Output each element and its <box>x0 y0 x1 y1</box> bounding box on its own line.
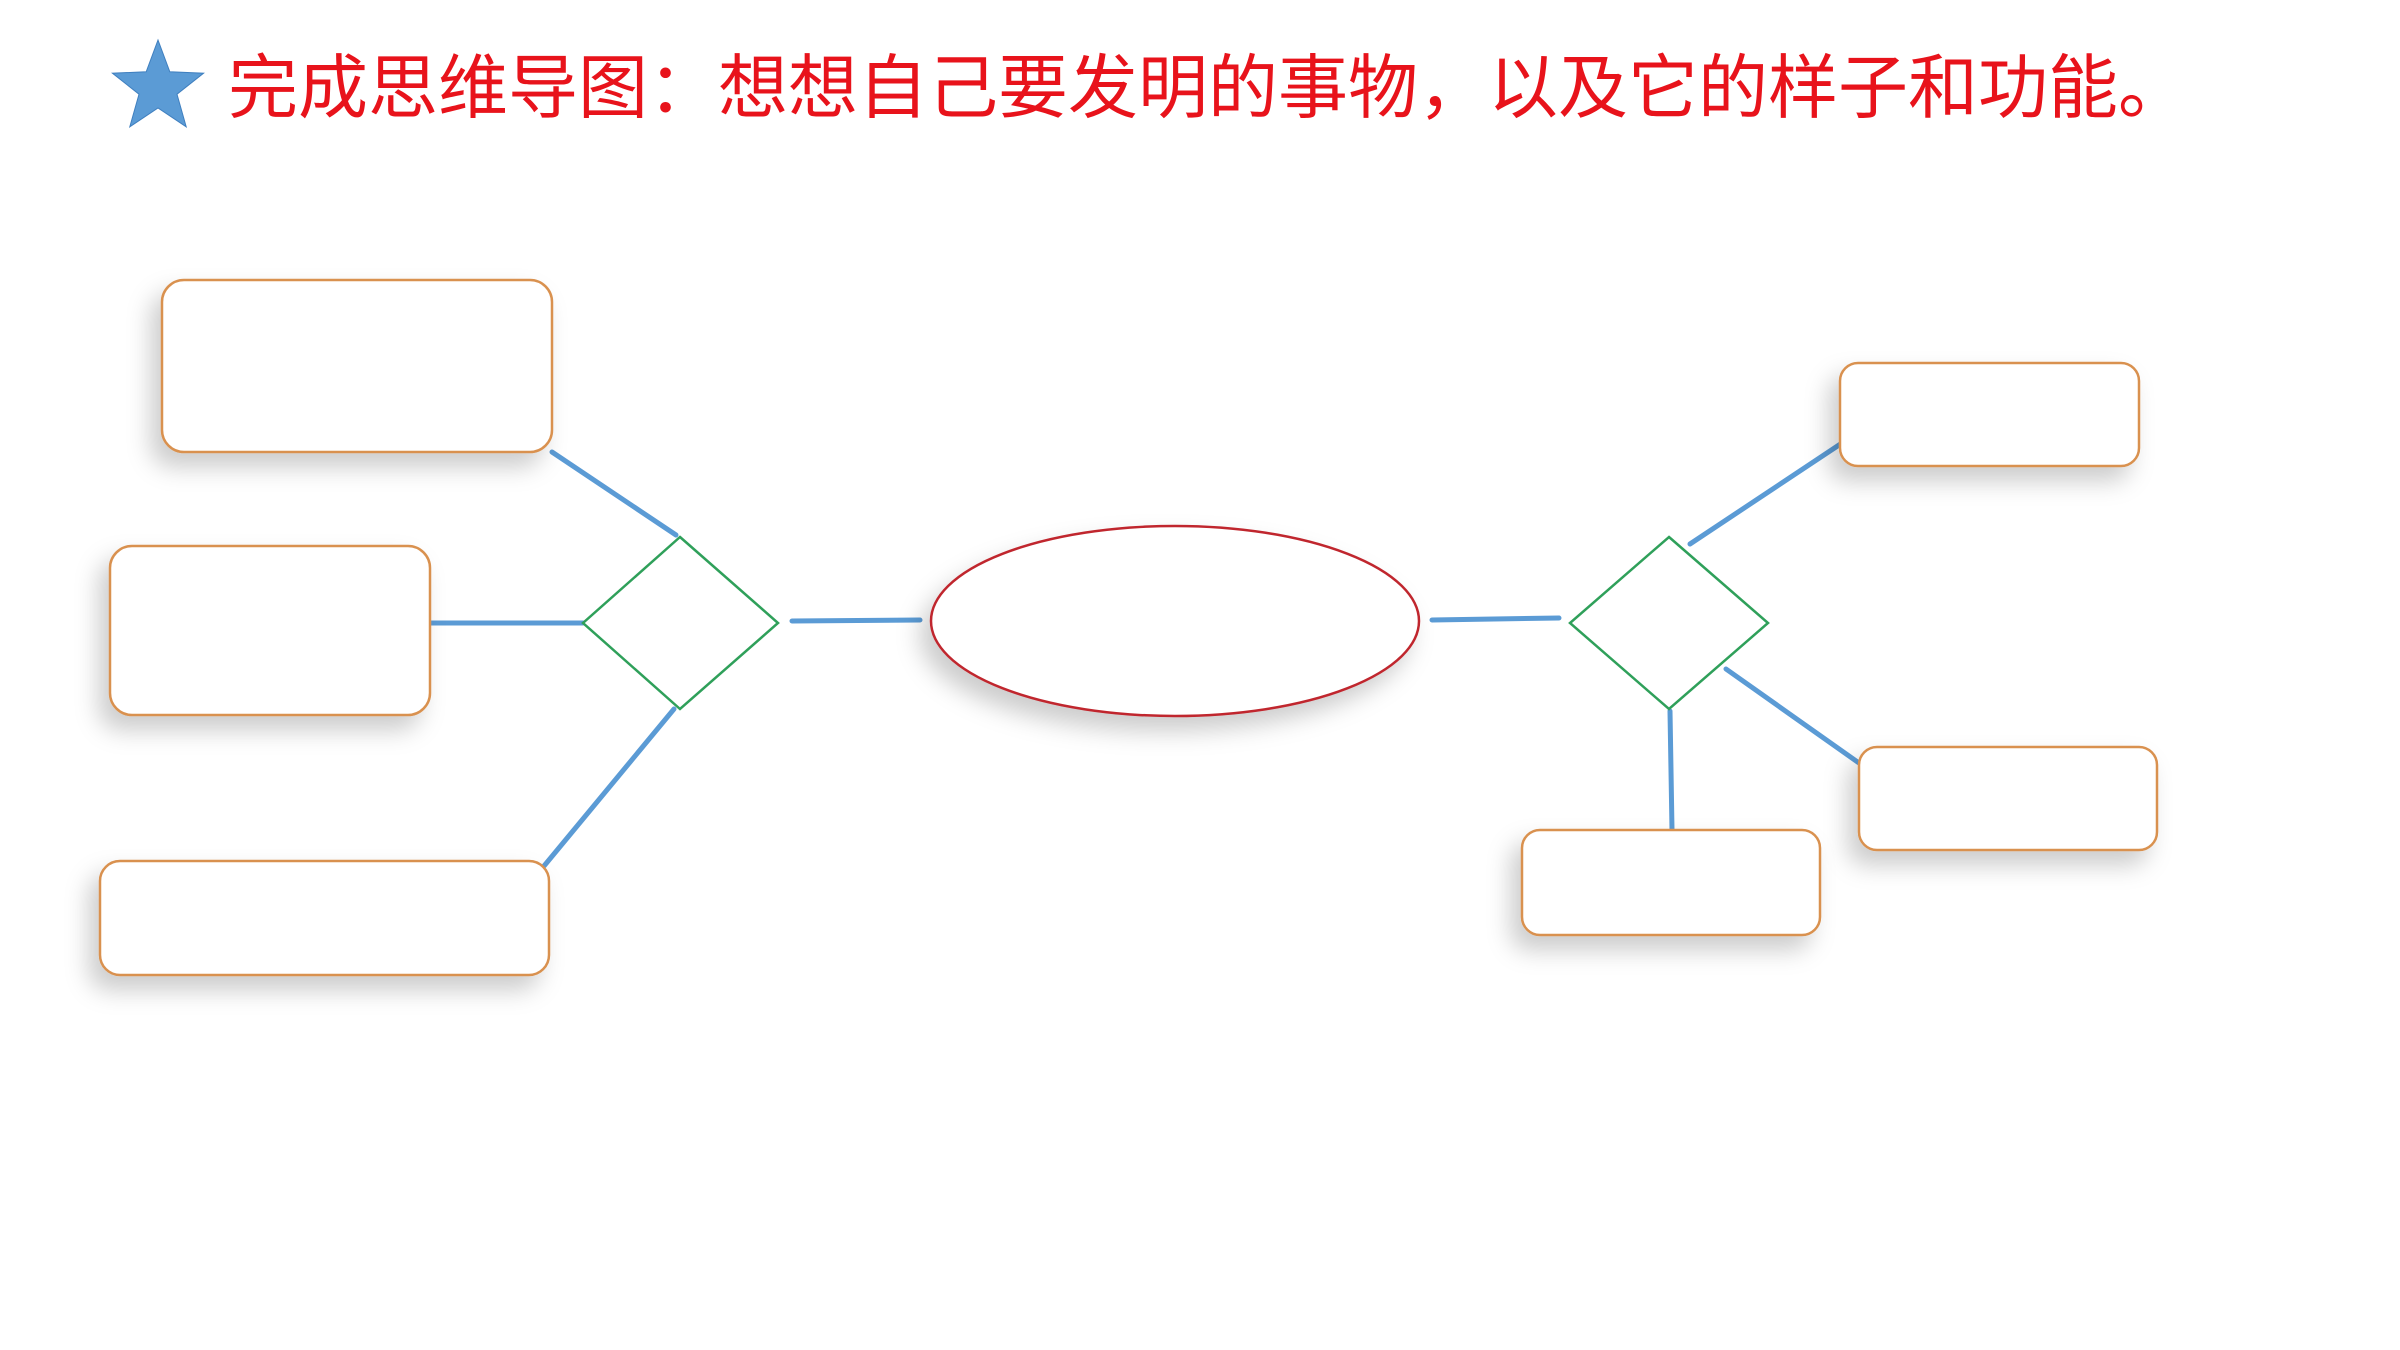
connector-left-hub-to-center <box>789 617 923 624</box>
connector-right-hub-to-branch-2 <box>1723 666 1862 766</box>
connector-right-hub-to-branch-1 <box>1687 440 1845 547</box>
center-topic-ellipse <box>929 524 1421 718</box>
instruction-header: 完成思维导图：想想自己要发明的事物，以及它的样子和功能。 <box>108 38 2358 138</box>
right-branch-box-3 <box>1520 828 1822 937</box>
right-branch-box-2 <box>1857 745 2159 852</box>
connector-right-hub-to-branch-3 <box>1667 708 1675 833</box>
right-branch-box-1 <box>1838 361 2141 468</box>
left-hub-diamond <box>581 535 780 711</box>
left-branch-box-1 <box>160 278 554 454</box>
connector-center-to-right-hub <box>1429 615 1562 623</box>
connector-left-hub-to-branch-3 <box>541 706 677 869</box>
instruction-title: 完成思维导图：想想自己要发明的事物，以及它的样子和功能。 <box>228 47 2188 129</box>
right-hub-diamond <box>1568 535 1770 711</box>
connectors <box>427 440 1862 869</box>
star-icon <box>111 38 205 128</box>
left-branch-box-3 <box>98 859 551 977</box>
left-branch-box-2 <box>108 544 432 717</box>
connector-left-hub-to-branch-1 <box>549 449 679 538</box>
